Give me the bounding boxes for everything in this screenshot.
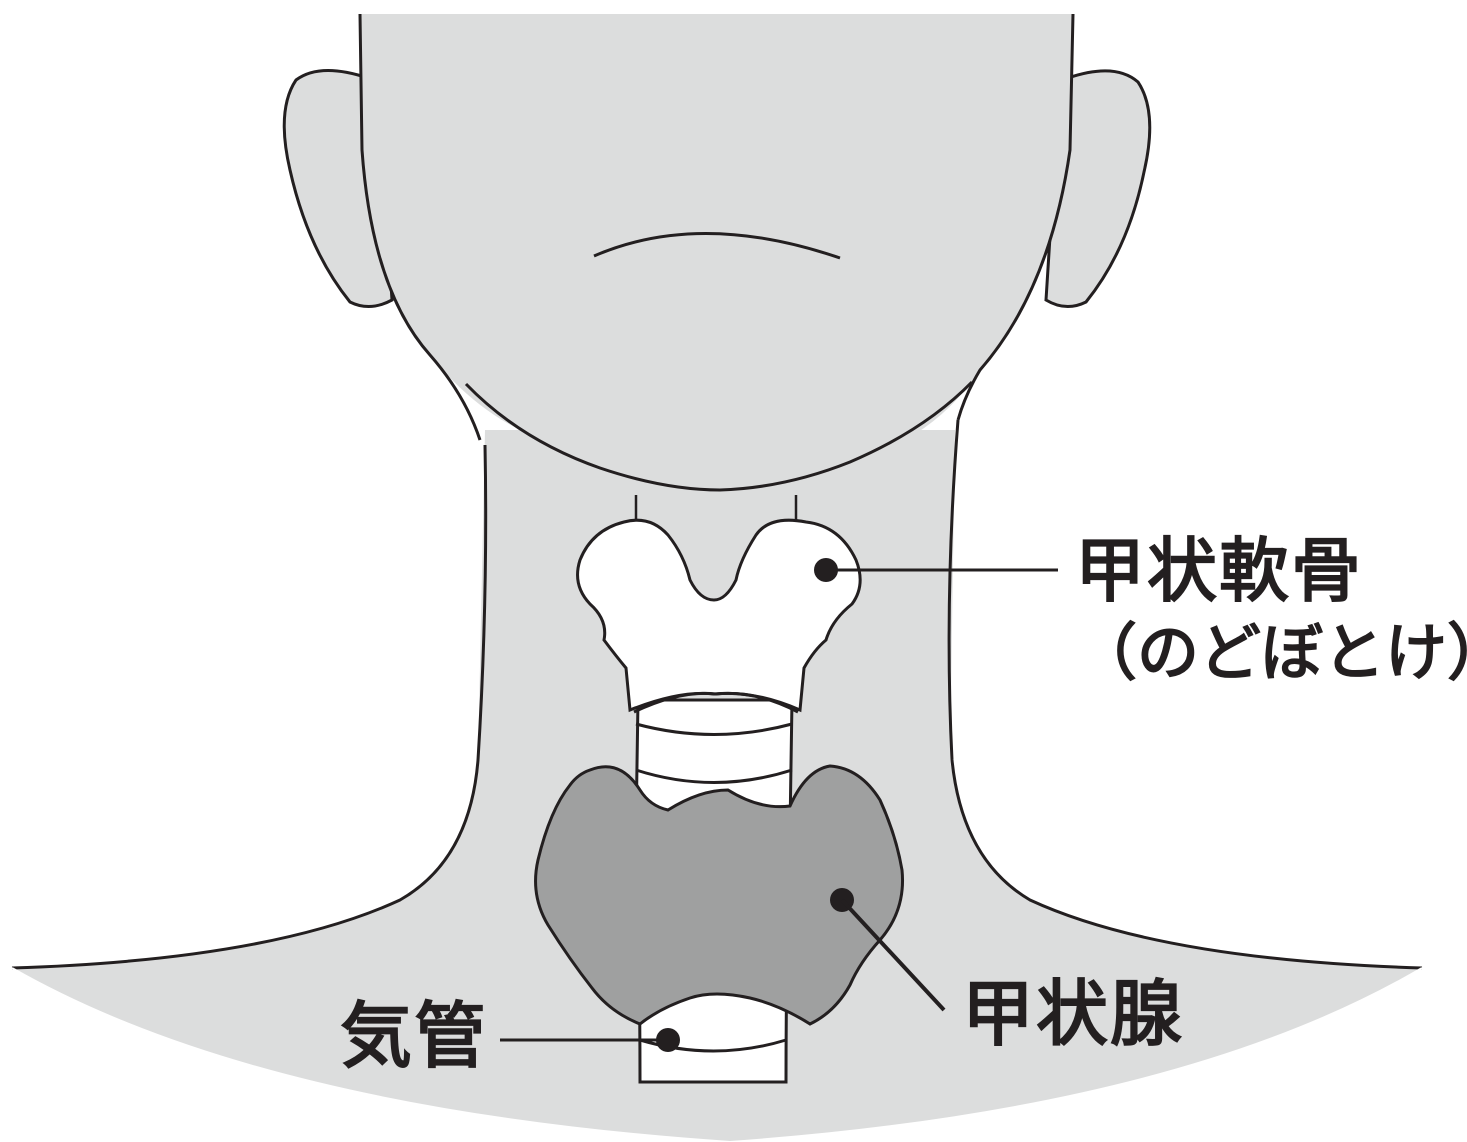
thyroid-gland-label: 甲状腺 — [962, 978, 1184, 1050]
head — [360, 14, 1073, 488]
trachea-label: 気管 — [340, 1000, 488, 1072]
adams-apple-label: （のどぼとけ） — [1075, 622, 1467, 684]
thyroid-cartilage-label: 甲状軟骨 — [1075, 536, 1363, 606]
right-shoulder-line — [949, 420, 1422, 968]
left-shoulder-line — [12, 445, 486, 968]
